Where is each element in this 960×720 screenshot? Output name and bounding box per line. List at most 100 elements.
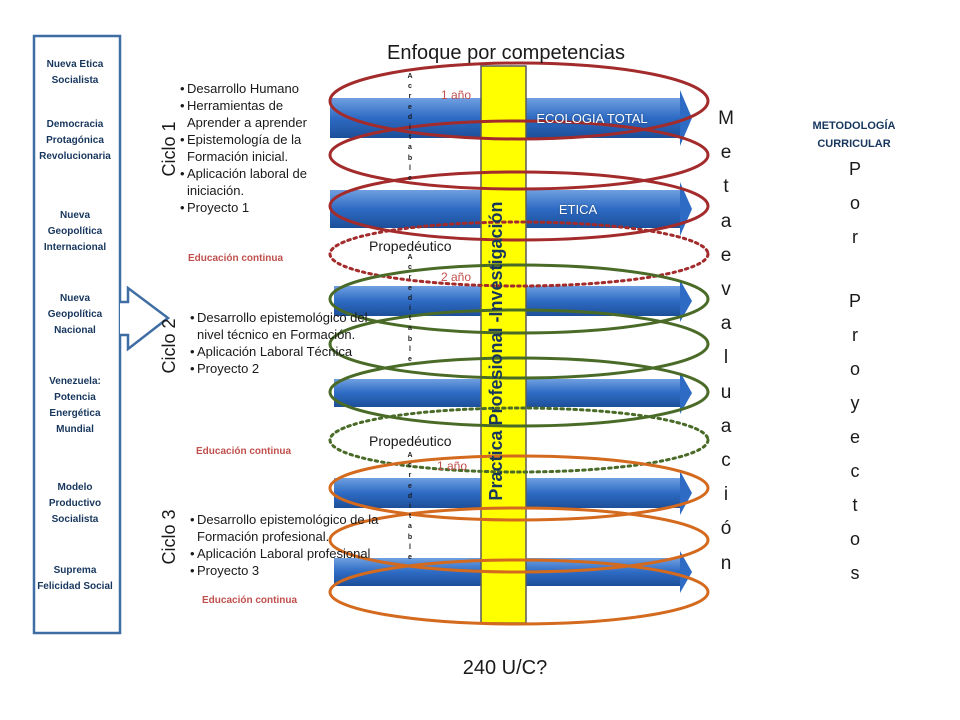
stacked-letter: a (720, 313, 732, 335)
stacked-letter: o (849, 529, 860, 549)
stacked-letter: P (848, 159, 861, 179)
stacked-letter: e (720, 244, 732, 266)
stacked-letter: d (407, 113, 413, 121)
stacked-letter: l (409, 164, 411, 172)
bullet-item: Proyecto 2 (190, 360, 370, 377)
stacked-letter: P (848, 291, 861, 311)
bullet-item: Desarrollo Humano (180, 80, 325, 97)
stacked-letter: b (407, 154, 413, 162)
bullet-item: Desarrollo epistemológico del nivel técn… (190, 309, 370, 343)
method-line-1: METODOLOGÍA (812, 120, 896, 132)
stacked-letter: e (849, 427, 860, 447)
stacked-letter: c (408, 462, 412, 470)
center-bar-label: Practica Profesional -Investigación (486, 201, 506, 501)
stacked-letter: d (407, 294, 413, 302)
stacked-letter: r (408, 93, 412, 101)
year-label-2: 2 año (441, 270, 472, 284)
bullet-item: Epistemología de la Formación inicial. (180, 131, 325, 165)
ring-prop-2 (328, 406, 710, 474)
propedeutico-label-1: Propedéutico (369, 238, 452, 254)
stacked-letter: t (723, 176, 729, 198)
cycle-2-bullets: Desarrollo epistemológico del nivel técn… (190, 309, 370, 377)
cycle-label-1: Ciclo 1 (159, 121, 179, 177)
band-label-ecologia: ECOLOGIA TOTAL (536, 111, 648, 126)
stacked-letter: r (852, 227, 858, 247)
cycle-label-3: Ciclo 3 (159, 509, 179, 565)
stacked-letter: a (720, 415, 732, 437)
stacked-letter: r (852, 325, 858, 345)
ring-c3-a (328, 454, 710, 522)
stacked-letter: e (408, 103, 412, 111)
stacked-letter: o (849, 359, 860, 379)
stacked-letter: e (408, 482, 412, 490)
bullet-item: Aplicación Laboral profesional (190, 545, 405, 562)
bullet-item: Aplicación Laboral Técnica (190, 343, 370, 360)
left-item-2: Democracia Protagónica Revolucionaria (39, 119, 111, 162)
stacked-letter: b (407, 533, 413, 541)
stacked-letter: a (720, 210, 732, 232)
stacked-letter: n (720, 552, 732, 574)
bullet-item: Desarrollo epistemológico de la Formació… (190, 511, 405, 545)
stacked-letter: c (408, 264, 412, 272)
center-bar (480, 65, 527, 624)
stacked-letter: ó (720, 518, 732, 540)
year-label-3: 1 año (437, 459, 468, 473)
method-line-2: CURRICULAR (817, 138, 891, 150)
stacked-letter: a (408, 144, 412, 152)
stacked-letter: i (409, 124, 411, 132)
ring-c1-a (328, 61, 710, 141)
continuing-education-2: Educación continua (196, 446, 292, 457)
ring-c1-c (328, 170, 710, 242)
stacked-letter: v (721, 279, 731, 301)
stacked-letter: y (850, 393, 860, 413)
stacked-letter: t (852, 495, 858, 515)
stacked-letter: i (723, 484, 729, 506)
propedeutico-label-2: Propedéutico (369, 433, 452, 449)
bullet-item: Proyecto 3 (190, 562, 405, 579)
ring-prop-1 (328, 220, 710, 288)
ring-c2-c (328, 356, 710, 428)
bullet-item: Herramientas de Aprender a aprender (180, 97, 325, 131)
stacked-letter: t (408, 134, 412, 142)
stacked-letter: i (409, 503, 411, 511)
stacked-letter: d (407, 492, 413, 500)
bullet-item: Aplicación laboral de iniciación. (180, 165, 325, 199)
stacked-letter: l (409, 345, 411, 353)
cycle-1-bullets: Desarrollo Humano Herramientas de Aprend… (180, 80, 325, 216)
ring-c1-b (328, 119, 710, 191)
left-panel (32, 34, 122, 635)
stacked-letter: a (408, 523, 412, 531)
left-item-4: Nueva Geopolítica Nacional (47, 293, 103, 336)
stacked-letter: l (409, 543, 411, 551)
stacked-letter: a (408, 325, 412, 333)
block-arrow (120, 285, 171, 352)
stacked-letter: e (408, 284, 412, 292)
stacked-letter: t (408, 513, 412, 521)
stacked-letter: u (720, 381, 732, 403)
stacked-letter: b (407, 335, 413, 343)
stacked-letter: c (850, 461, 860, 481)
stacked-letter: i (409, 305, 411, 313)
bullet-item: Proyecto 1 (180, 199, 325, 216)
stacked-letter: e (408, 554, 412, 562)
left-item-3: Nueva Geopolítica Internacional (43, 210, 107, 253)
continuing-education-1: Educación continua (188, 253, 284, 264)
continuing-education-3: Educación continua (202, 595, 298, 606)
ring-c3-c (328, 558, 710, 626)
stacked-letter: l (723, 347, 729, 369)
stacked-letter: s (850, 563, 860, 583)
left-item-5: Venezuela: Potencia Energética Mundial (49, 376, 101, 435)
bottom-credit-label: 240 U/C? (462, 657, 548, 679)
band-label-etica: ETICA (558, 202, 598, 217)
left-item-7: Suprema Felicidad Social (37, 565, 113, 592)
stacked-letter: M (718, 108, 734, 129)
stacked-letter: e (720, 142, 732, 164)
page-title: Enfoque por competencias (387, 42, 625, 64)
